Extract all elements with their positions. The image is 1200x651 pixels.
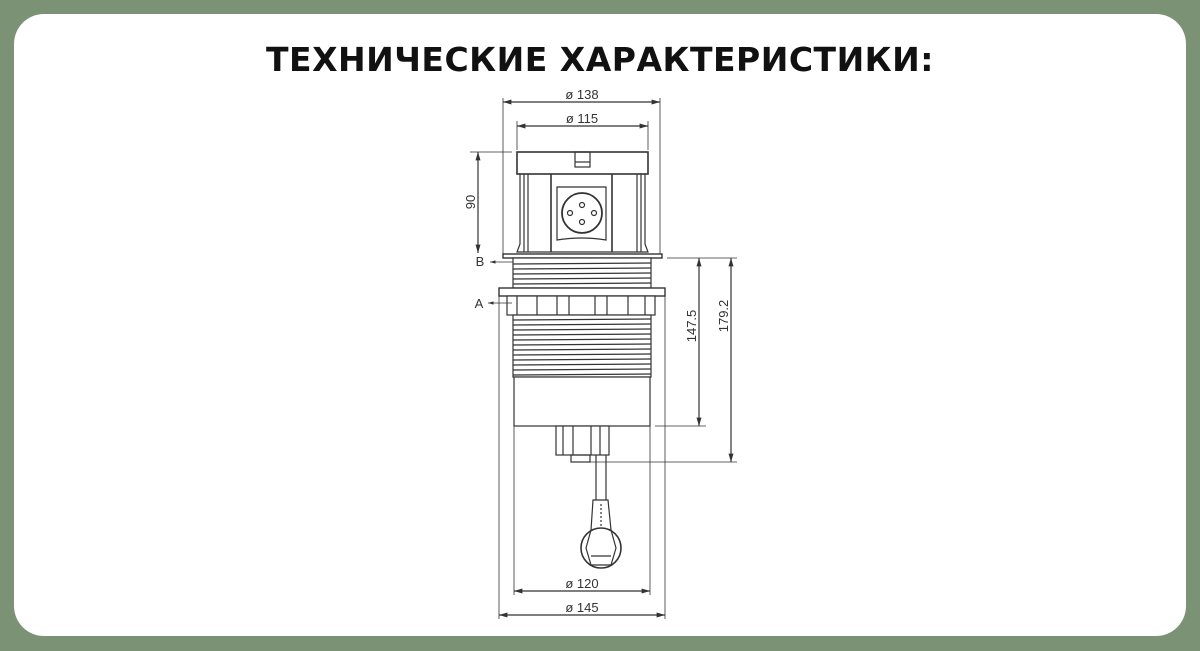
flange-b — [502, 253, 663, 259]
socket-tower — [516, 151, 649, 253]
socket-plate — [556, 186, 607, 241]
dim-90-label: 90 — [463, 195, 478, 209]
housing-body — [513, 376, 651, 427]
dim-138-label: ø 138 — [565, 87, 598, 102]
lower-thread — [512, 314, 652, 378]
mounting-nut-a — [498, 287, 666, 316]
dim-179-label: 179.2 — [716, 300, 731, 333]
dim-120-label: ø 120 — [565, 576, 598, 591]
label-b: B — [476, 254, 485, 269]
dim-145-label: ø 145 — [565, 600, 598, 615]
socket-outlet-icon — [561, 192, 603, 234]
page-title: ТЕХНИЧЕСКИЕ ХАРАКТЕРИСТИКИ: — [266, 40, 934, 79]
plug-icon — [580, 455, 622, 569]
dim-115-label: ø 115 — [566, 111, 598, 126]
dim-147-label: 147.5 — [684, 310, 699, 343]
upper-thread — [512, 257, 652, 289]
label-a: A — [475, 296, 484, 311]
